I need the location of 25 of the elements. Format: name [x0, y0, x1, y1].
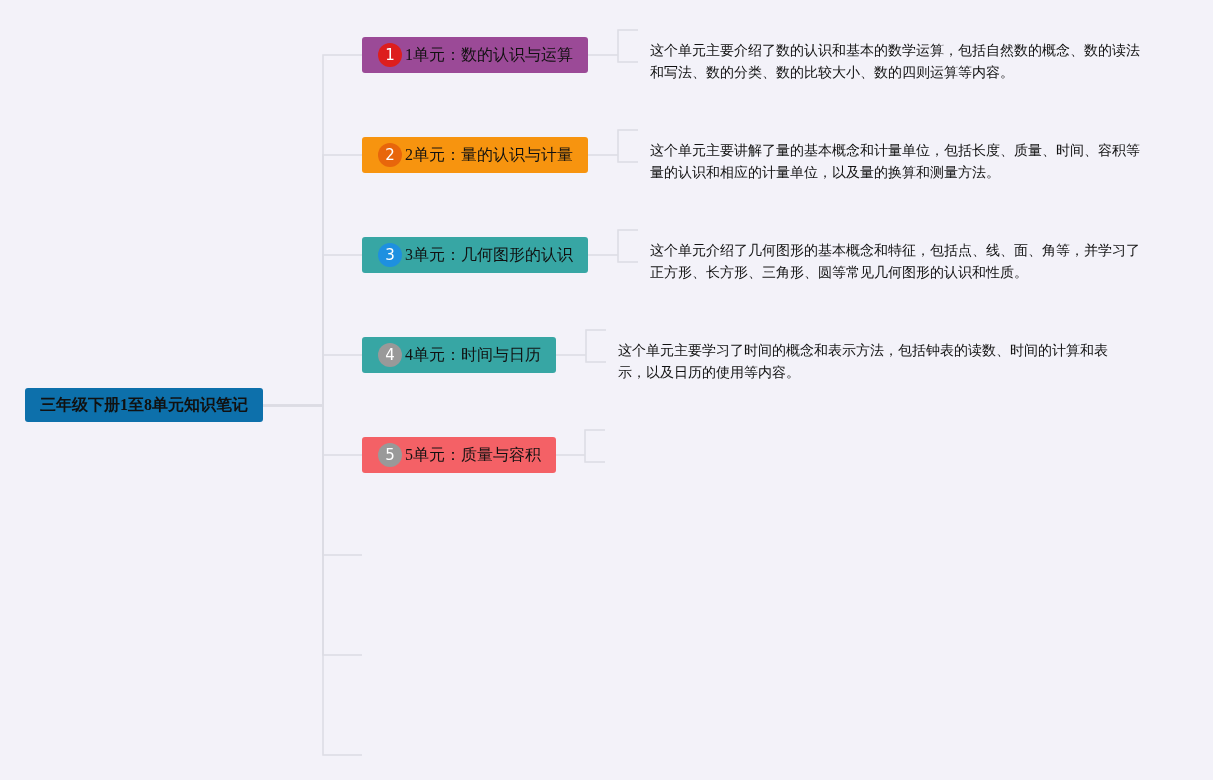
unit-title: 3单元：几何图形的认识 — [405, 244, 573, 265]
number-badge: 2 — [378, 143, 402, 167]
note-text: 这个单元介绍了几何图形的基本概念和特征，包括点、线、面、角等，并学习了正方形、长方形、三角形、圆等常见几何图形的认识和性质。 — [650, 239, 1144, 283]
note-text: 这个单元主要介绍了数的认识和基本的数学运算，包括自然数的概念、数的读法和写法、数的分类、数的比较大小、数的四则运算等内容。 — [650, 39, 1144, 83]
unit-topic-box — [362, 37, 588, 73]
unit-title: 5单元：质量与容积 — [405, 444, 541, 465]
unit-title: 2单元：量的认识与计量 — [405, 144, 573, 165]
connector-line — [555, 429, 606, 463]
number-badge: 4 — [378, 343, 402, 367]
unit-title: 4单元：时间与日历 — [405, 344, 541, 365]
unit-topic-box — [362, 437, 556, 473]
number-badge: 5 — [378, 443, 402, 467]
note-text: 这个单元主要讲解了量的基本概念和计量单位，包括长度、质量、时间、容积等量的认识和相应的计量单位，以及量的换算和测量方法。 — [650, 139, 1144, 183]
number-badge: 1 — [378, 43, 402, 67]
unit-topic-box — [362, 337, 556, 373]
connector-line — [555, 329, 607, 363]
connector-line — [587, 29, 639, 63]
unit-topic-box — [362, 237, 588, 273]
unit-title: 1单元：数的认识与运算 — [405, 44, 573, 65]
note-text: 这个单元主要学习了时间的概念和表示方法，包括钟表的读数、时间的计算和表示，以及日历的使用等内容。 — [618, 339, 1123, 383]
unit-topic-box — [362, 137, 588, 173]
connector-line — [587, 129, 639, 163]
connector-line — [587, 229, 639, 263]
root-topic-box: 三年级下册1至8单元知识笔记 — [25, 388, 263, 422]
number-badge: 3 — [378, 243, 402, 267]
